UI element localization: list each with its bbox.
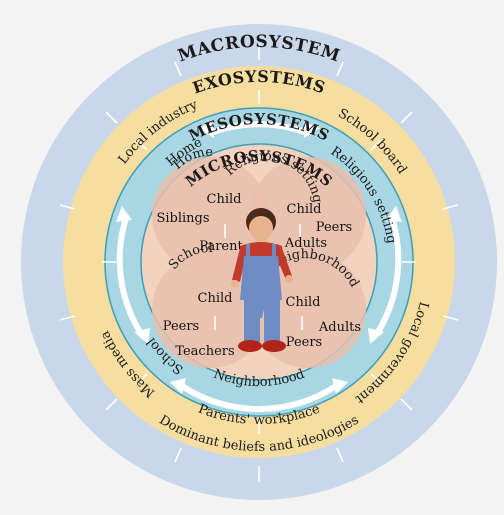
micro-home-siblings: Siblings: [156, 211, 209, 226]
micro-neighborhood-adults: Adults: [318, 320, 361, 335]
micro-school-peers: Peers: [163, 319, 199, 334]
micro-neighborhood-child: Child: [286, 295, 321, 310]
micro-home-circle: [152, 157, 268, 273]
micro-neighborhood-peers: Peers: [286, 335, 322, 350]
mesosystem-arrowheads: [116, 122, 402, 394]
mesosystem-arrows: [116, 121, 402, 412]
ring-connector-arrows: [59, 44, 459, 482]
micro-religious-child: Child: [287, 202, 322, 217]
micro-school-child: Child: [198, 291, 233, 306]
micro-school-teachers: Teachers: [175, 344, 234, 359]
micro-religious-peers: Peers: [316, 220, 352, 235]
micro-religious-adults: Adults: [284, 236, 327, 251]
micro-religious-circle: [250, 157, 366, 273]
child-figure: [231, 208, 293, 352]
micro-home-child: Child: [207, 192, 242, 207]
meso-neighborhood-label: Neighborhood: [211, 367, 306, 390]
micro-home-parent: Parent: [199, 239, 243, 254]
